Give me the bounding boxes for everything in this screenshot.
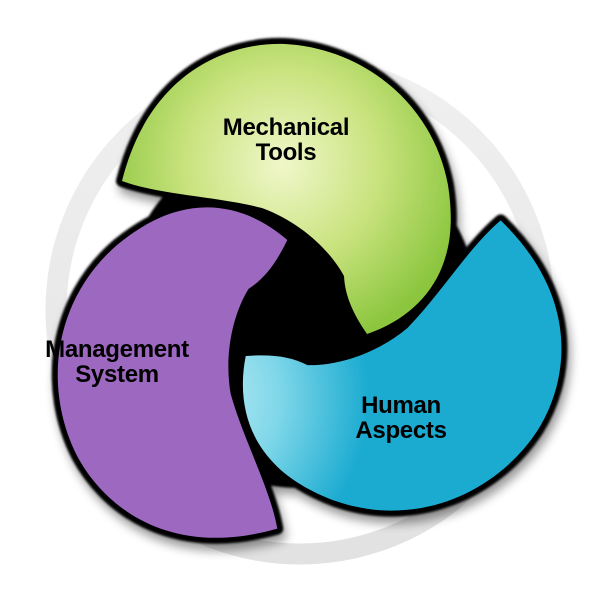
segment-label-mechanical-tools: Mechanical Tools xyxy=(222,114,350,166)
segment-label-line: Tools xyxy=(255,139,317,166)
segment-label-line: System xyxy=(75,361,159,388)
segment-label-human-aspects: Human Aspects xyxy=(355,392,447,444)
segment-label-line: Management xyxy=(45,336,189,363)
segment-label-management-system: Management System xyxy=(45,337,189,387)
segment-label-line: Human xyxy=(361,392,441,419)
segment-label-line: Aspects xyxy=(355,417,447,444)
segment-label-line: Mechanical xyxy=(222,114,350,141)
